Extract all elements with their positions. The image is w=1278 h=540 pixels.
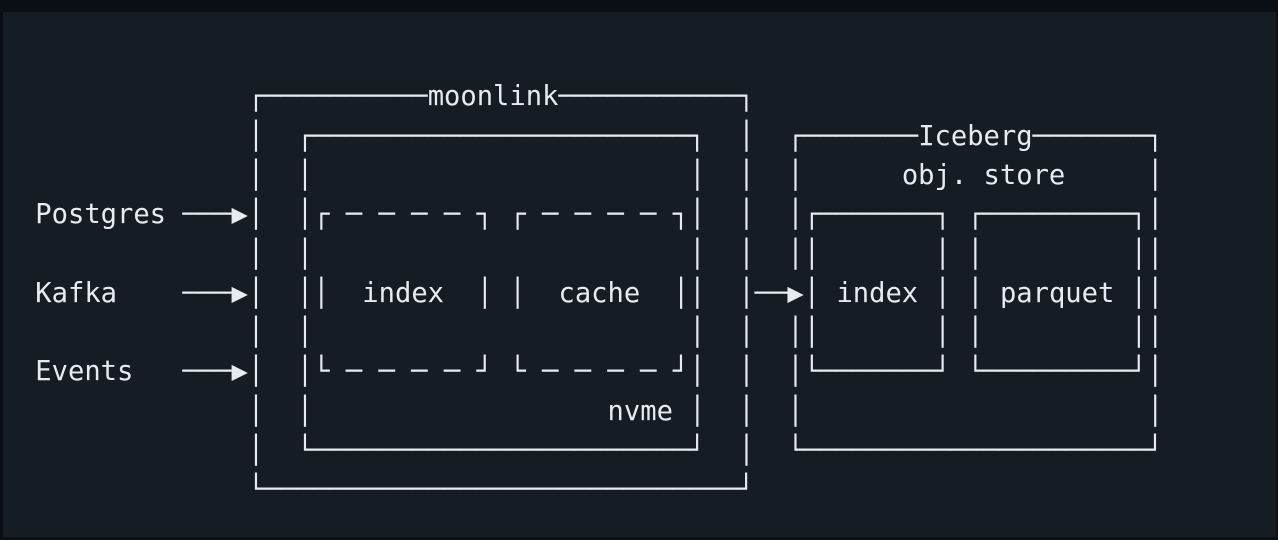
iceberg-box-border-right: │ [1147, 199, 1164, 231]
moonlink-box-border-left: │ [247, 159, 265, 191]
iceberg-box-border-left: │ [787, 317, 804, 349]
moonlink-box-border-right: │ [738, 395, 755, 427]
moonlink-box-border-left: │ [247, 435, 265, 467]
iceberg-index-box-border-left: │ [803, 238, 821, 270]
cache-box-border-top: ┌ ─ ─ ─ ─ ┐ [509, 199, 690, 231]
nvme-box-border-left: │ [296, 395, 314, 427]
nvme-box-border-left: │ [296, 356, 314, 388]
moonlink-box-border-right: │ [738, 199, 755, 231]
moonlink-box-border-left: │ [247, 277, 265, 309]
arrow-moonlink-to-iceberg: ──▶ [754, 277, 804, 309]
moonlink-box-border-right: │ [738, 120, 755, 152]
iceberg-index-box-border-left: │ [803, 277, 821, 309]
iceberg-box-border-left: │ [787, 356, 804, 388]
source-label-kafka: Kafka [35, 277, 117, 309]
iceberg-box-border-left: │ [787, 395, 804, 427]
nvme-box-label: nvme [607, 395, 673, 427]
moonlink-box-border-top-right: ───────────┐ [558, 81, 755, 113]
nvme-box-border-left: │ [296, 159, 314, 191]
parquet-box-label: parquet [999, 277, 1115, 309]
nvme-box-border-left: │ [296, 199, 314, 231]
iceberg-box-border-bottom: └─────────────────────┘ [787, 435, 1164, 467]
nvme-box-border-right: │ [689, 277, 706, 309]
parquet-box-border-bottom: └─────────┘ [967, 356, 1147, 388]
nvme-box-border-left: │ [296, 317, 314, 349]
moonlink-box-border-left: │ [247, 199, 265, 231]
moonlink-box-border-right: │ [738, 435, 755, 467]
nvme-box-border-bottom: └───────────────────────┘ [296, 435, 706, 467]
moonlink-box-border-left: │ [247, 120, 265, 152]
iceberg-box-subtitle: obj. store [901, 159, 1066, 191]
moonlink-box-border-bottom: └─────────────────────────────┘ [247, 474, 755, 506]
source-label-postgres: Postgres [35, 199, 167, 231]
iceberg-box-border-left: │ [787, 159, 804, 191]
parquet-box-border-right: │ [1130, 238, 1148, 270]
iceberg-box-border-right: │ [1147, 277, 1164, 309]
nvme-box-border-right: │ [689, 199, 706, 231]
index-box-label: index [362, 277, 444, 309]
parquet-box-border-left: │ [967, 238, 984, 270]
nvme-box-border-top: ┌───────────────────────┐ [296, 120, 706, 152]
moonlink-box-border-right: │ [738, 356, 755, 388]
cache-box-label: cache [558, 277, 641, 309]
moonlink-box-border-right: │ [738, 317, 755, 349]
iceberg-index-box-border-top: ┌───────┐ [803, 199, 951, 231]
parquet-box-border-right: │ [1130, 277, 1148, 309]
parquet-box-border-left: │ [967, 277, 984, 309]
source-label-events: Events [35, 356, 134, 388]
iceberg-index-box-border-right: │ [934, 238, 951, 270]
terminal-panel [3, 12, 1276, 537]
iceberg-box-border-right: │ [1147, 356, 1164, 388]
cache-box-border-left: │ [509, 277, 526, 309]
iceberg-box-border-top-left: ┌─────── [787, 120, 919, 152]
parquet-box-border-right: │ [1130, 317, 1148, 349]
nvme-box-border-left: │ [296, 277, 314, 309]
nvme-box-border-right: │ [689, 356, 706, 388]
nvme-box-border-right: │ [689, 395, 706, 427]
iceberg-box-border-right: │ [1147, 317, 1164, 349]
moonlink-box-border-right: │ [738, 238, 755, 270]
nvme-box-border-left: │ [296, 238, 314, 270]
moonlink-box-border-left: │ [247, 238, 265, 270]
iceberg-box-border-right: │ [1147, 395, 1164, 427]
nvme-box-border-right: │ [689, 317, 706, 349]
iceberg-box-border-left: │ [787, 238, 804, 270]
iceberg-index-box-border-bottom: └───────┘ [803, 356, 951, 388]
iceberg-box-title: Iceberg [918, 120, 1033, 152]
index-box-border-right: │ [476, 277, 494, 309]
nvme-box-border-right: │ [689, 159, 706, 191]
index-box-border-top: ┌ ─ ─ ─ ─ ┐ [313, 199, 493, 231]
moonlink-box-border-top-left: ┌────────── [247, 81, 428, 113]
iceberg-index-box-label: index [836, 277, 919, 309]
moonlink-box-border-right: │ [738, 159, 755, 191]
iceberg-box-border-right: │ [1147, 159, 1164, 191]
arrow-kafka-to-moonlink: ───▶ [182, 277, 248, 309]
iceberg-box-border-right: │ [1147, 238, 1164, 270]
moonlink-box-title: moonlink [427, 81, 559, 113]
moonlink-box-border-left: │ [247, 317, 265, 349]
moonlink-box-border-left: │ [247, 395, 265, 427]
cache-box-border-bottom: └ ─ ─ ─ ─ ┘ [509, 356, 690, 388]
index-box-border-bottom: └ ─ ─ ─ ─ ┘ [313, 356, 493, 388]
arrow-postgres-to-moonlink: ───▶ [182, 199, 248, 231]
iceberg-index-box-border-left: │ [803, 317, 821, 349]
arrow-events-to-moonlink: ───▶ [182, 356, 248, 388]
iceberg-index-box-border-right: │ [934, 317, 951, 349]
nvme-box-border-right: │ [689, 238, 706, 270]
parquet-box-border-top: ┌─────────┐ [967, 199, 1147, 231]
cache-box-border-right: │ [672, 277, 690, 309]
iceberg-box-border-top-right: ───────┐ [1032, 120, 1164, 152]
moonlink-box-border-left: │ [247, 356, 265, 388]
iceberg-index-box-border-right: │ [934, 277, 951, 309]
index-box-border-left: │ [313, 277, 330, 309]
parquet-box-border-left: │ [967, 317, 984, 349]
iceberg-box-border-left: │ [787, 199, 804, 231]
moonlink-box-border-right: │ [738, 277, 755, 309]
